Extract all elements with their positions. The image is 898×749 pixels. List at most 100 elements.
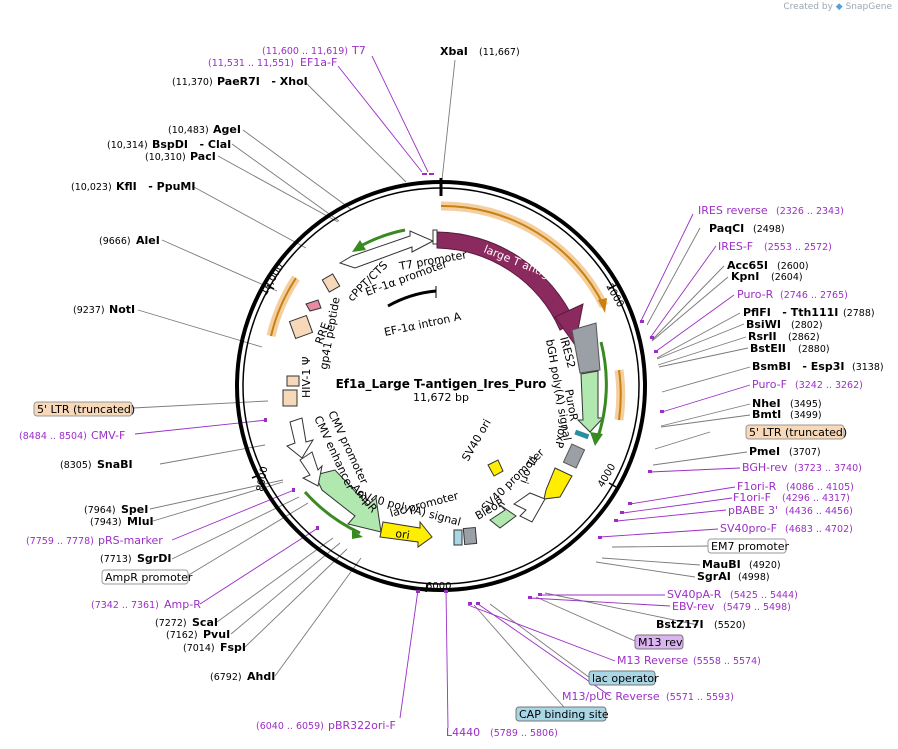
orf-arrow-top-icon [598,298,607,313]
enzyme-rsrii[interactable]: RsrII [748,330,777,343]
ef1a-intron-arc [387,289,437,308]
enzyme-bspdi[interactable]: BspDI - ClaI [152,138,231,151]
ampr-outer-arrow-icon [352,530,363,539]
enzyme-maubi-pos: (4920) [749,560,781,571]
enzyme-bmti[interactable]: BmtI [752,408,781,421]
primer-sv40pa[interactable]: SV40pA-R [667,588,722,601]
primer-sv40pa-pos: (5425 .. 5444) [730,590,798,601]
scale-ticks [251,284,617,593]
bleor-arrow [489,504,517,529]
enzyme-paqci-pos: (2498) [753,224,785,235]
primer-purof-pos: (3242 .. 3262) [795,380,863,391]
enzyme-pmei-pos: (3707) [789,447,821,458]
enzyme-snabi[interactable]: SnaBI [97,458,133,471]
primer-cmvf-pos: (8484 .. 8504) [19,431,87,442]
primer-iresf[interactable]: IRES-F [718,240,753,253]
enzyme-sgrdi[interactable]: SgrDI [137,552,171,565]
enzyme-xbai[interactable]: XbaI [440,45,468,58]
enzyme-kfli-pos: (10,023) [71,182,112,193]
loxp-marker [574,429,590,440]
cap-binding-box[interactable] [515,706,607,722]
primer-ampr[interactable]: Amp-R [164,598,201,611]
primer-pbr322[interactable]: pBR322ori-F [328,719,396,732]
enzyme-nhei[interactable]: NheI [752,397,781,410]
tick-4000: 4000 [596,462,618,490]
bgh-segment [562,443,586,469]
ltr-segment [282,389,298,407]
enzyme-leader-lines [132,59,751,715]
enzyme-paci-pos: (10,310) [145,152,186,163]
ltr-right-box[interactable] [745,424,845,440]
primer-m13puc[interactable]: M13/pUC Reverse [562,690,660,703]
enzyme-fspi[interactable]: FspI [220,641,246,654]
enzyme-maubi[interactable]: MauBI [702,558,741,571]
primer-sv40pro[interactable]: SV40pro-F [720,522,777,535]
gp41-marker [305,299,322,312]
tick-6000: 6000 [426,581,451,592]
ampr-promoter-label: AmpR promoter [105,571,193,584]
enzyme-bstz17i[interactable]: BstZ17I [656,618,704,631]
primer-puror[interactable]: Puro-R [737,288,774,301]
em7-promoter-box[interactable] [707,538,787,554]
primer-pbabe[interactable]: pBABE 3' [728,504,778,517]
primer-l4440[interactable]: L4440 [446,726,480,739]
ltr-left-box[interactable] [33,401,133,417]
enzyme-pvui[interactable]: PvuI [203,628,230,641]
enzyme-kpni[interactable]: KpnI [731,270,759,283]
primer-ef1af-pos: (11,531 .. 11,551) [208,58,294,69]
ltr-left-label: 5' LTR (truncated) [37,403,135,416]
enzyme-bsteii[interactable]: BstEII [750,342,786,355]
enzyme-pmei[interactable]: PmeI [749,445,780,458]
enzyme-scai[interactable]: ScaI [192,616,218,629]
primer-purof[interactable]: Puro-F [752,378,787,391]
enzyme-alei[interactable]: AleI [136,234,160,247]
enzyme-ahdi-pos: (6792) [210,672,242,683]
primer-f1orif[interactable]: F1ori-F [733,491,771,504]
enzyme-paer7i[interactable]: PaeR7I - XhoI [217,75,308,88]
primer-iresrev[interactable]: IRES reverse [698,204,768,217]
enzyme-acc65i[interactable]: Acc65I [727,259,768,272]
lac-operator-box[interactable] [588,670,656,686]
enzyme-paci[interactable]: PacI [190,150,216,163]
primer-bghrev[interactable]: BGH-rev [742,461,788,474]
enzyme-kfli[interactable]: KflI - PpuMI [116,180,195,193]
primer-m13rev2[interactable]: M13 Reverse [617,654,688,667]
enzyme-pvui-pos: (7162) [166,630,198,641]
ires2-segment [571,322,601,374]
enzyme-agei-pos: (10,483) [168,125,209,136]
cmv-enhancer-arrow [286,417,315,459]
ampr-arrow [314,469,382,533]
m13-rev-box[interactable] [634,634,684,650]
enzyme-spei[interactable]: SpeI [121,503,148,516]
ampr-promoter-box[interactable] [101,569,189,585]
f1-ori-arrow [543,467,573,500]
hiv-label: HIV-1 Ψ [300,356,313,398]
enzyme-paqci[interactable]: PaqCI [709,222,744,235]
enzyme-bsmbi[interactable]: BsmBI - Esp3I [752,360,844,373]
primer-iresrev-pos: (2326 .. 2343) [776,206,844,217]
primer-ebvrev[interactable]: EBV-rev [672,600,715,613]
enzyme-bmti-pos: (3499) [790,410,822,421]
enzyme-bsiwi[interactable]: BsiWI [746,318,781,331]
m13-rev-label: M13 rev [638,636,683,649]
primer-t7[interactable]: T7 [351,44,366,57]
primer-f1orir[interactable]: F1ori-R [737,480,777,493]
rre-segment [288,314,314,340]
primer-cmvf[interactable]: CMV-F [91,429,125,442]
enzyme-agei[interactable]: AgeI [213,123,241,136]
primer-site-marks [264,173,664,605]
enzyme-mlui[interactable]: MluI [127,515,154,528]
plasmid-name: Ef1a_Large T-antigen_Ires_Puro [336,377,547,392]
primer-prs-pos: (7759 .. 7778) [26,536,94,547]
enzyme-ahdi[interactable]: AhdI [247,670,275,683]
enzyme-fspi-pos: (7014) [183,643,215,654]
primer-pbabe-pos: (4436 .. 4456) [785,506,853,517]
enzyme-pflfi[interactable]: PflFI - Tth111I [743,306,838,319]
enzyme-sgrai-pos: (4998) [738,572,770,583]
primer-ef1af[interactable]: EF1a-F [300,56,337,69]
enzyme-sgrai[interactable]: SgrAI [697,570,731,583]
primer-prs[interactable]: pRS-marker [98,534,163,547]
puror-label: PuroR [562,388,580,422]
enzyme-noti[interactable]: NotI [109,303,135,316]
enzyme-alei-pos: (9666) [99,236,131,247]
